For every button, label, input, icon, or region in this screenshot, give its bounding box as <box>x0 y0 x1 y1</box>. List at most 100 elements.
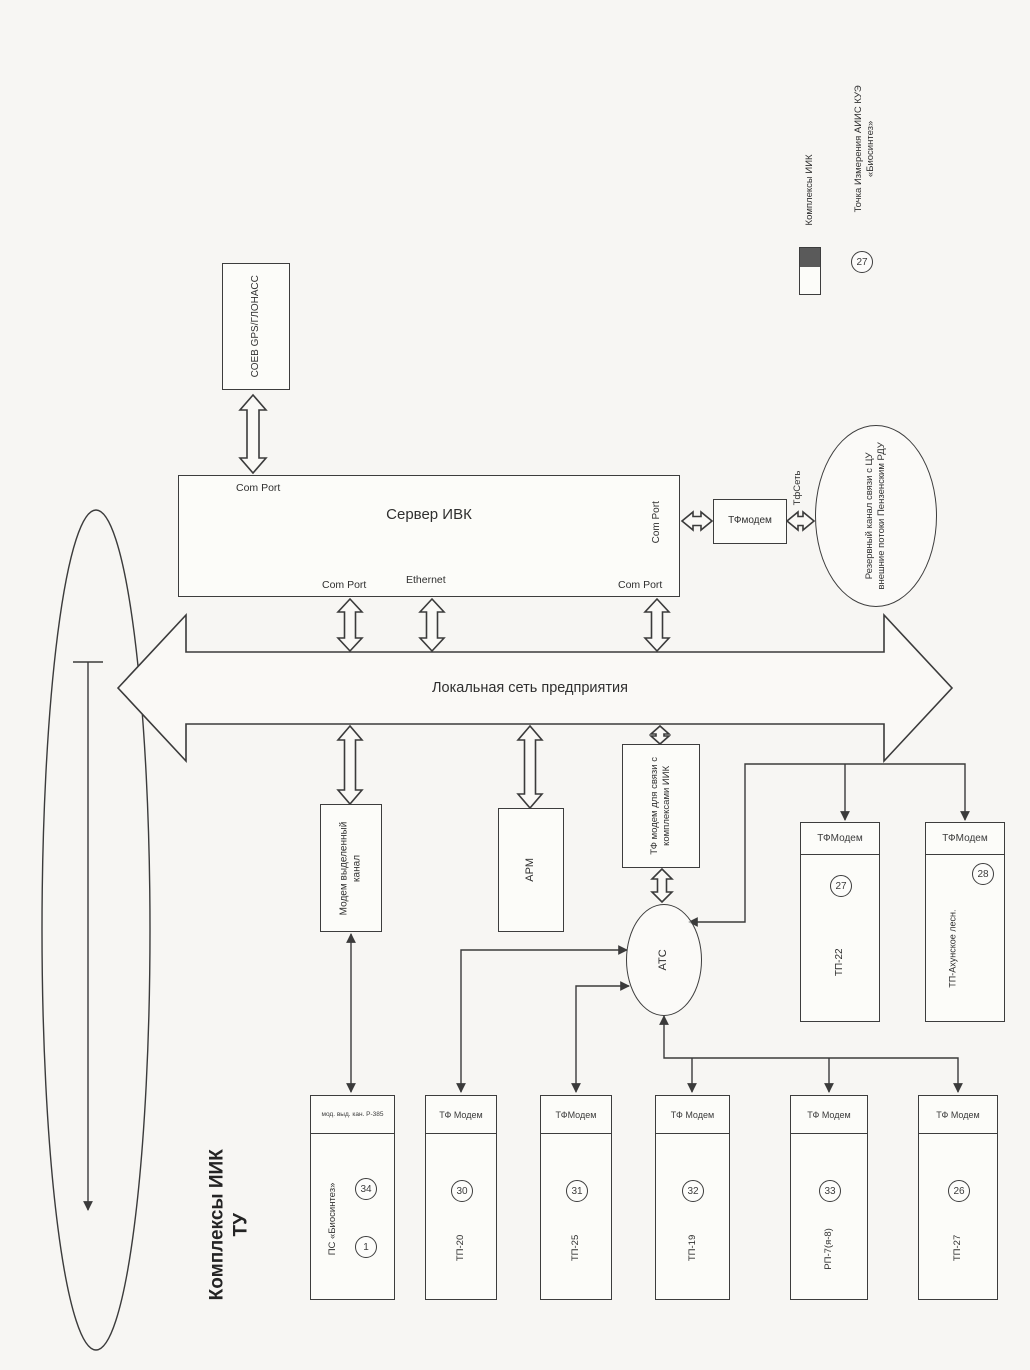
arrow-ethernet-lan <box>418 597 446 653</box>
server-port-bottom-right: Com Port <box>618 579 663 591</box>
tf-net-label: ТфСеть <box>792 470 804 506</box>
page-title: Комплексы ИИК ТУ <box>206 1149 251 1301</box>
arm-label: АРМ <box>524 858 537 882</box>
unit-tp25: ТФМодем 31 ТП-25 <box>540 1095 612 1300</box>
legend-measure-point-circle-icon: 27 <box>851 251 873 273</box>
modem-dedicated-label-wrap: Модем выделенный канал <box>320 804 382 932</box>
unit-tp27-label-wrap: ТП-27 <box>919 1208 997 1288</box>
unit-ps-biosintez-label: ПС «Биосинтез» <box>327 1182 339 1256</box>
unit-tp20: ТФ Модем 30 ТП-20 <box>425 1095 497 1300</box>
server-port-right-wrap: Com Port <box>648 494 666 550</box>
tf-modem-box <box>713 499 787 544</box>
unit-ps-biosintez-badge-a: 34 <box>355 1178 377 1200</box>
server-port-ethernet: Ethernet <box>406 574 446 586</box>
arrow-server-tfmodem <box>680 510 714 532</box>
unit-tp19-label: ТП-19 <box>686 1234 698 1262</box>
remote-unit-akhunskoe-header: ТФМодем <box>926 823 1004 855</box>
legend-rect-fill <box>800 248 820 268</box>
legend-measure-label-wrap: Точка Измерения АИИС КУЭ «Биосинтез» <box>850 58 880 240</box>
unit-rp7-number: 33 <box>824 1185 836 1197</box>
reserve-channel-label: Резервный канал связи с ЦУ внешние поток… <box>864 442 887 590</box>
arrow-lan-tfmodem-iik <box>648 724 672 746</box>
line-ats-tp25 <box>571 981 630 1093</box>
remote-unit-akhunskoe-label: ТП-Ахунское лесн. <box>947 909 958 989</box>
unit-tp19-label-wrap: ТП-19 <box>656 1208 729 1288</box>
unit-rp7-header: ТФ Модем <box>791 1096 867 1134</box>
arrow-tfmodem-reserve <box>785 510 816 532</box>
unit-tp27-label: ТП-27 <box>952 1234 964 1262</box>
unit-tp20-number: 30 <box>456 1185 468 1197</box>
arm-label-wrap: АРМ <box>498 808 564 932</box>
unit-rp7-label: РП-7(я-8) <box>823 1228 835 1270</box>
legend-complex-label: Комплексы ИИК <box>804 154 816 226</box>
server-port-top: Com Port <box>236 482 281 494</box>
unit-tp19: ТФ Модем 32 ТП-19 <box>655 1095 730 1300</box>
unit-tp19-number: 32 <box>687 1185 699 1197</box>
tf-modem-iik-label-wrap: ТФ модем для связи с комплексами ИИК <box>622 744 700 868</box>
unit-rp7-badge: 33 <box>819 1180 841 1202</box>
arrow-lan-modem <box>336 724 364 806</box>
server-port-bottom-left: Com Port <box>322 579 367 591</box>
remote-unit-akhunskoe-number: 28 <box>977 868 989 880</box>
arrow-lan-arm <box>516 724 544 810</box>
legend-measure-label: Точка Измерения АИИС КУЭ «Биосинтез» <box>853 85 876 213</box>
legend-complex-rect-icon <box>799 247 821 295</box>
soev-label-wrap: СОЕВ GPS/ГЛОНАСС <box>222 263 290 390</box>
unit-tp27-badge: 26 <box>948 1180 970 1202</box>
line-ats-remote2 <box>688 763 970 927</box>
ats-ellipse <box>626 904 702 1016</box>
remote-unit-akhunskoe-label-wrap: ТП-Ахунское лесн. <box>926 881 981 1017</box>
tf-modem-iik-box <box>622 744 700 868</box>
unit-tp20-header: ТФ Модем <box>426 1096 496 1134</box>
remote-unit-tp22: ТФМодем 27 ТП-22 <box>800 822 880 1022</box>
arrow-tfmodem-ats <box>650 867 674 904</box>
unit-tp27-header: ТФ Модем <box>919 1096 997 1134</box>
unit-ps-biosintez-badge-b: 1 <box>355 1236 377 1258</box>
unit-tp27: ТФ Модем 26 ТП-27 <box>918 1095 998 1300</box>
arm-box <box>498 808 564 932</box>
left-network-zone-ellipse <box>41 509 151 1351</box>
unit-rp7-label-wrap: РП-7(я-8) <box>791 1204 867 1294</box>
server-port-right: Com Port <box>650 500 662 544</box>
remote-unit-akhunskoe-badge: 28 <box>972 863 994 885</box>
legend-complex-label-wrap: Комплексы ИИК <box>800 138 820 242</box>
arrow-soev-server <box>238 393 268 475</box>
remote-unit-tp22-label-wrap: ТП-22 <box>801 911 879 1013</box>
tf-modem-label: ТФмодем <box>728 515 772 526</box>
arrow-comport-lan <box>336 597 364 653</box>
unit-tp25-badge: 31 <box>566 1180 588 1202</box>
line-ats-tp20 <box>456 945 628 1093</box>
unit-ps-biosintez-header: мод. выд. кан. Р-385 <box>311 1096 394 1134</box>
remote-unit-tp22-label: ТП-22 <box>833 948 845 976</box>
ats-label-wrap: АТС <box>626 904 702 1016</box>
unit-tp19-badge: 32 <box>682 1180 704 1202</box>
remote-unit-akhunskoe: ТФМодем 28 ТП-Ахунское лесн. <box>925 822 1005 1022</box>
page-title-wrap: Комплексы ИИК ТУ <box>206 1135 252 1315</box>
soev-label: СОЕВ GPS/ГЛОНАСС <box>249 275 261 378</box>
line-ats-tp27 <box>659 1015 963 1093</box>
unit-rp7: ТФ Модем 33 РП-7(я-8) <box>790 1095 868 1300</box>
server-label: Сервер ИВК <box>386 506 472 523</box>
unit-tp19-header: ТФ Модем <box>656 1096 729 1134</box>
unit-ps-biosintez-number-b: 1 <box>363 1241 369 1253</box>
remote-unit-tp22-header: ТФМодем <box>801 823 879 855</box>
reserve-channel-label-wrap: Резервный канал связи с ЦУ внешние поток… <box>820 430 932 602</box>
unit-tp27-number: 26 <box>953 1185 965 1197</box>
lan-double-arrow <box>116 612 954 764</box>
remote-unit-tp22-number: 27 <box>835 880 847 892</box>
unit-tp25-label: ТП-25 <box>570 1234 582 1262</box>
unit-ps-biosintez-number-a: 34 <box>360 1183 372 1195</box>
arrow-comport2-lan <box>643 597 671 653</box>
unit-tp20-badge: 30 <box>451 1180 473 1202</box>
tf-net-label-wrap: ТфСеть <box>790 462 806 514</box>
unit-tp20-label: ТП-20 <box>455 1234 467 1262</box>
modem-dedicated-label: Модем выделенный канал <box>338 821 363 915</box>
soev-box <box>222 263 290 390</box>
unit-ps-biosintez: мод. выд. кан. Р-385 ПС «Биосинтез» 34 1 <box>310 1095 395 1300</box>
tf-modem-iik-label: ТФ модем для связи с комплексами ИИК <box>649 757 672 855</box>
modem-dedicated-box <box>320 804 382 932</box>
reserve-channel-ellipse <box>815 425 937 607</box>
server-box <box>178 475 680 597</box>
